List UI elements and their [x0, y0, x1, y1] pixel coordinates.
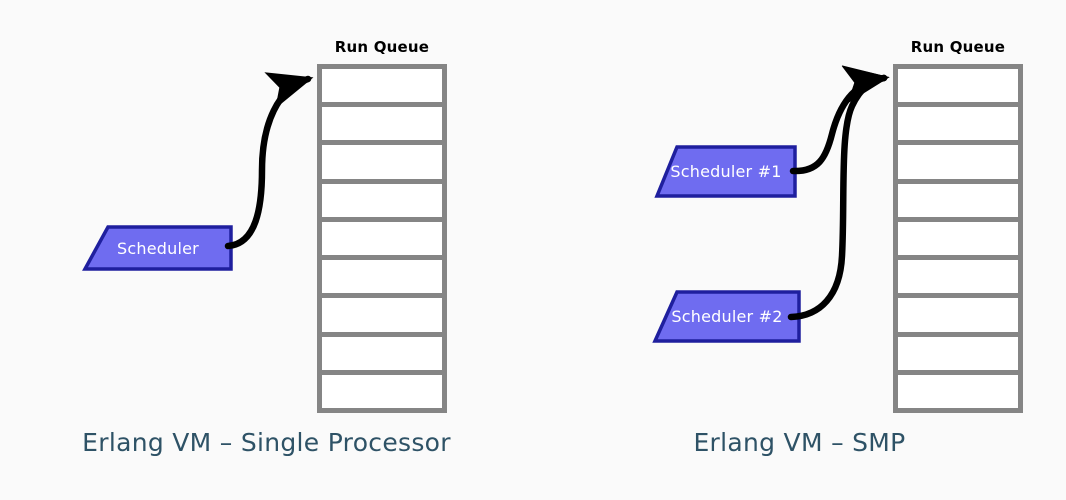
- scheduler-label: Scheduler: [117, 238, 199, 258]
- queue-cell[interactable]: [322, 145, 442, 184]
- queue-cell[interactable]: [322, 374, 442, 408]
- queue-cell[interactable]: [898, 145, 1018, 184]
- queue-cell[interactable]: [322, 221, 442, 261]
- queue-cell[interactable]: [898, 221, 1018, 261]
- queue-cell[interactable]: [898, 374, 1018, 408]
- queue-cell[interactable]: [322, 298, 442, 337]
- queue-cell[interactable]: [322, 183, 442, 222]
- trapezoid-shape: [82, 225, 233, 271]
- queue-cell[interactable]: [898, 260, 1018, 299]
- queue-cell[interactable]: [898, 336, 1018, 375]
- scheduler-node-single[interactable]: Scheduler: [82, 225, 233, 271]
- panel-single-processor: Run Queue Scheduler: [82, 38, 447, 413]
- scheduler-label: Scheduler #1: [670, 162, 782, 181]
- queue-cell[interactable]: [898, 298, 1018, 337]
- scheduler-node-2[interactable]: Scheduler #2: [652, 290, 801, 343]
- queue-cell[interactable]: [898, 107, 1018, 146]
- queue-cell[interactable]: [322, 69, 442, 108]
- queue-cell[interactable]: [898, 69, 1018, 108]
- run-queue-title: Run Queue: [910, 38, 1006, 56]
- caption-single-processor: Erlang VM – Single Processor: [82, 428, 451, 457]
- run-queue-title: Run Queue: [334, 38, 430, 56]
- queue-cell[interactable]: [322, 336, 442, 375]
- trapezoid-shape: [652, 290, 801, 343]
- panel-smp: Run Queue Scheduler #1: [533, 0, 1066, 500]
- caption-smp: Erlang VM – SMP: [693, 428, 906, 457]
- queue-cell[interactable]: [322, 260, 442, 299]
- queue-cell[interactable]: [322, 107, 442, 146]
- scheduler-label: Scheduler #2: [671, 307, 783, 326]
- run-queue-box: [893, 64, 1023, 413]
- queue-cell[interactable]: [898, 183, 1018, 222]
- run-queue-box: [317, 64, 447, 413]
- scheduler-node-1[interactable]: Scheduler #1: [654, 145, 797, 198]
